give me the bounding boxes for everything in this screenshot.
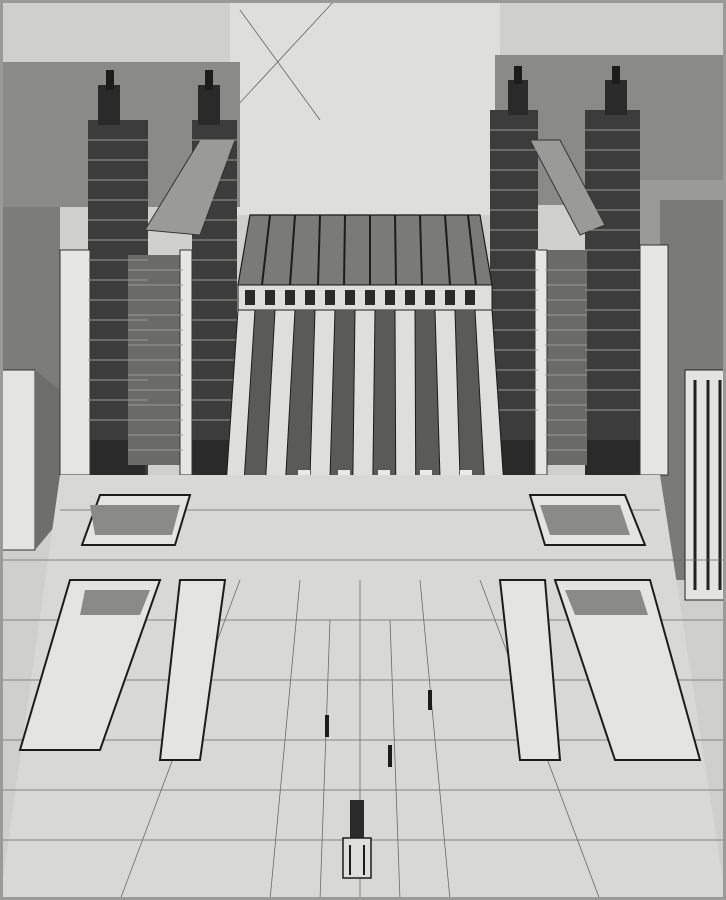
foreground-monument [342,800,372,879]
right-tower-outer [585,66,643,475]
right-court-shading [540,505,648,615]
left-court-shading [80,505,180,615]
central-roof [237,214,493,311]
tower-grid-texture [88,129,640,451]
plaza-markers [325,690,432,767]
sky-area [230,0,500,215]
